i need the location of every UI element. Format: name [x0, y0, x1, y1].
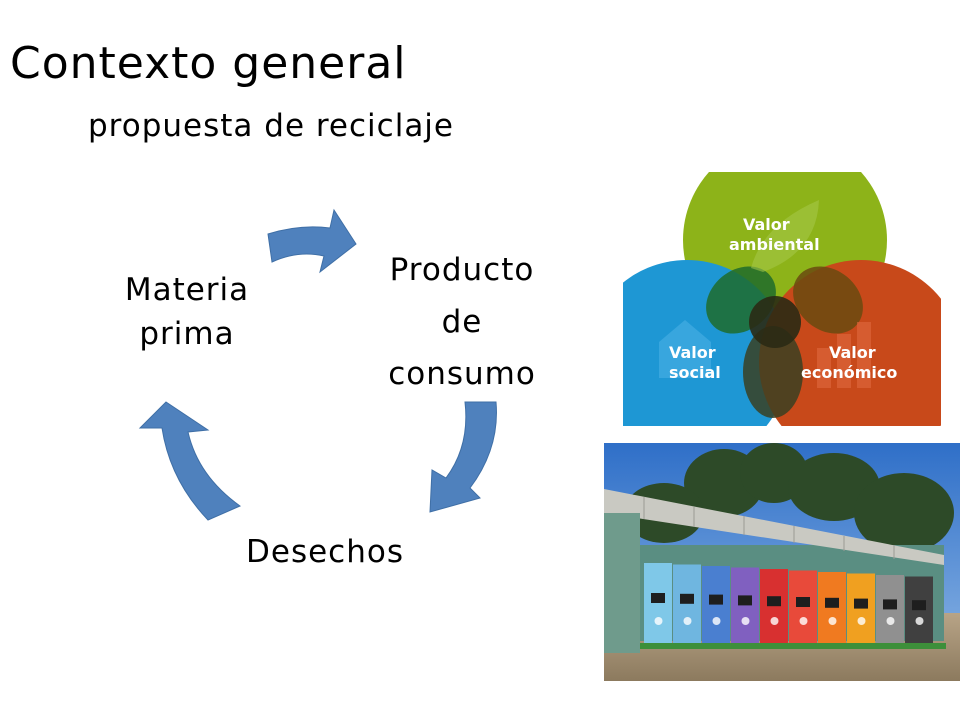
economico-line-2: económico	[801, 363, 897, 382]
recycling-center-illustration	[604, 443, 960, 681]
recycling-bins	[644, 563, 933, 643]
materia-line-1: Materia	[124, 272, 250, 308]
producto-line-1: Producto	[389, 252, 535, 288]
svg-text:Valor social: Valor social	[669, 343, 721, 382]
slide-title: Contexto general	[10, 38, 407, 89]
producto-line-3: consumo	[388, 356, 536, 392]
bin-symbol-icon	[799, 617, 808, 625]
recycling-center-photo	[604, 443, 960, 681]
bin-slot	[680, 593, 694, 604]
cycle-label-producto: Producto de consumo	[372, 244, 552, 400]
materia-line-2: prima	[139, 316, 235, 352]
bin-slot	[912, 600, 926, 611]
value-venn-diagram: Valor ambiental Valor social Valor econó…	[623, 172, 941, 426]
svg-text:Valor económico: Valor económico	[801, 343, 897, 382]
producto-line-2: de	[441, 304, 483, 340]
arrow-to-materia	[138, 401, 242, 521]
bin-symbol-icon	[712, 617, 721, 625]
bin-symbol-icon	[915, 617, 924, 625]
arrow-to-producto	[267, 208, 357, 274]
ambiental-line-2: ambiental	[729, 235, 820, 254]
svg-text:Valor ambiental: Valor ambiental	[729, 215, 820, 254]
cycle-label-materia: Materia prima	[102, 268, 272, 356]
bin-slot	[796, 597, 810, 607]
slide-subtitle: propuesta de reciclaje	[88, 108, 454, 144]
leaf-icon	[751, 200, 819, 272]
bin-symbol-icon	[654, 617, 663, 625]
bin-slot	[854, 598, 868, 609]
bin-slot	[825, 597, 839, 608]
cycle-diagram	[138, 208, 497, 521]
arrow-to-desechos	[429, 401, 497, 513]
bar-chart-icon	[817, 322, 871, 388]
bin-slot	[651, 593, 665, 603]
bin-symbol-icon	[828, 617, 837, 625]
bin-symbol-icon	[886, 617, 895, 625]
bin-slot	[767, 596, 781, 607]
bin-symbol-icon	[857, 617, 866, 625]
social-line-1: Valor	[669, 343, 716, 362]
ambiental-line-1: Valor	[743, 215, 790, 234]
cycle-label-desechos: Desechos	[246, 534, 404, 570]
house-icon	[659, 320, 711, 378]
bin-slot	[709, 594, 723, 605]
building-roof	[604, 489, 944, 565]
social-line-2: social	[669, 363, 721, 382]
bin-slot	[738, 595, 752, 606]
bin-symbol-icon	[770, 617, 779, 625]
bin-symbol-icon	[741, 617, 750, 625]
bin-symbol-icon	[683, 617, 692, 625]
bin-slot	[883, 599, 897, 610]
economico-line-1: Valor	[829, 343, 876, 362]
